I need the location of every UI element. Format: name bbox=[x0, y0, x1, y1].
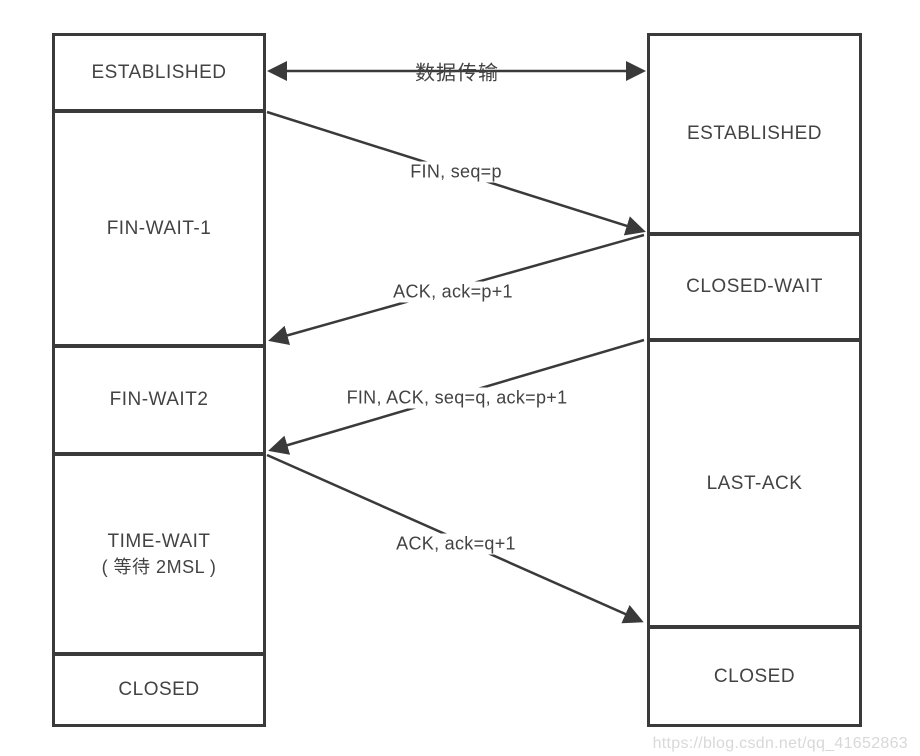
state-label: FIN-WAIT2 bbox=[109, 389, 209, 411]
state-label: TIME-WAIT bbox=[107, 531, 211, 553]
state-label: FIN-WAIT-1 bbox=[106, 217, 212, 239]
client-state-time-wait: TIME-WAIT ( 等待 2MSL ) bbox=[52, 453, 266, 655]
server-state-closed: CLOSED bbox=[647, 626, 862, 727]
client-state-established: ESTABLISHED bbox=[52, 33, 266, 112]
state-label: CLOSED bbox=[118, 679, 200, 701]
server-state-established: ESTABLISHED bbox=[647, 33, 862, 235]
state-label: CLOSED-WAIT bbox=[686, 276, 823, 298]
message-label-fin-ack-seq-q: FIN, ACK, seq=q, ack=p+1 bbox=[341, 387, 573, 409]
message-label-ack-q1: ACK, ack=q+1 bbox=[391, 533, 521, 555]
server-state-closed-wait: CLOSED-WAIT bbox=[647, 233, 862, 341]
state-label: ESTABLISHED bbox=[91, 61, 227, 83]
state-label: ESTABLISHED bbox=[686, 123, 823, 145]
client-state-closed: CLOSED bbox=[52, 653, 266, 727]
server-state-last-ack: LAST-ACK bbox=[647, 339, 862, 628]
message-label-data-transfer: 数据传输 bbox=[415, 62, 499, 85]
message-label-ack-p1: ACK, ack=p+1 bbox=[388, 281, 518, 303]
state-sublabel: ( 等待 2MSL ) bbox=[101, 556, 217, 577]
client-state-fin-wait-2: FIN-WAIT2 bbox=[52, 345, 266, 455]
state-label: LAST-ACK bbox=[706, 472, 803, 494]
message-label-fin-seq-p: FIN, seq=p bbox=[405, 161, 507, 183]
state-label: CLOSED bbox=[713, 665, 796, 687]
watermark-text: https://blog.csdn.net/qq_41652863 bbox=[652, 735, 908, 752]
client-state-fin-wait-1: FIN-WAIT-1 bbox=[52, 110, 266, 347]
